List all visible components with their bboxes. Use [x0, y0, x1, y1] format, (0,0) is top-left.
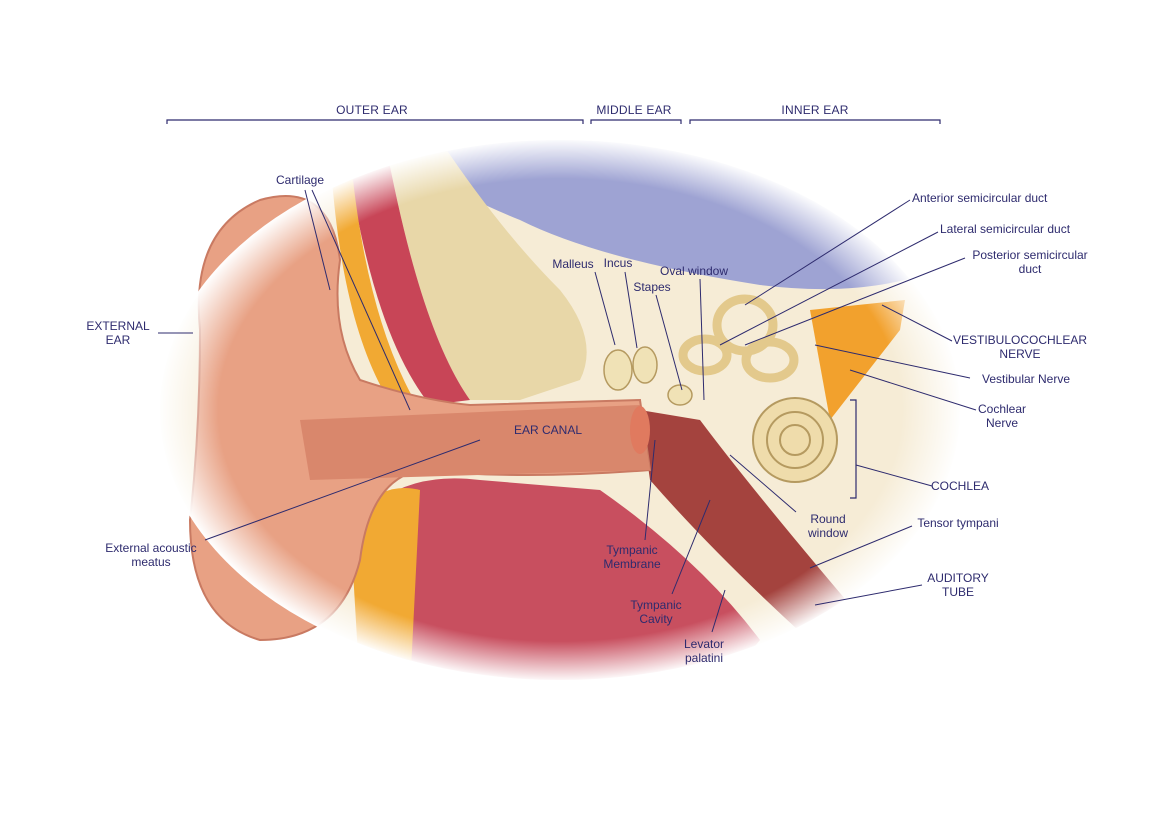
label-cartilage: Cartilage — [275, 173, 325, 187]
section-inner-ear: INNER EAR — [781, 103, 849, 117]
section-middle-ear: MIDDLE EAR — [596, 103, 672, 117]
label-malleus: Malleus — [552, 257, 594, 271]
label-anterior-semicircular-duct: Anterior semicircular duct — [912, 191, 1048, 205]
label-cochlea: COCHLEA — [930, 479, 990, 493]
label-tensor-tympani: Tensor tympani — [917, 516, 999, 530]
label-incus: Incus — [603, 256, 633, 270]
label-vestibular-nerve: Vestibular Nerve — [981, 372, 1071, 386]
section-brackets — [166, 119, 941, 499]
label-lateral-semicircular-duct: Lateral semicircular duct — [940, 222, 1071, 236]
label-stapes: Stapes — [633, 280, 671, 294]
leader-lines — [158, 189, 977, 633]
section-outer-ear: OUTER EAR — [336, 103, 408, 117]
label-ear-canal: EAR CANAL — [513, 423, 583, 437]
label-oval-window: Oval window — [659, 264, 729, 278]
